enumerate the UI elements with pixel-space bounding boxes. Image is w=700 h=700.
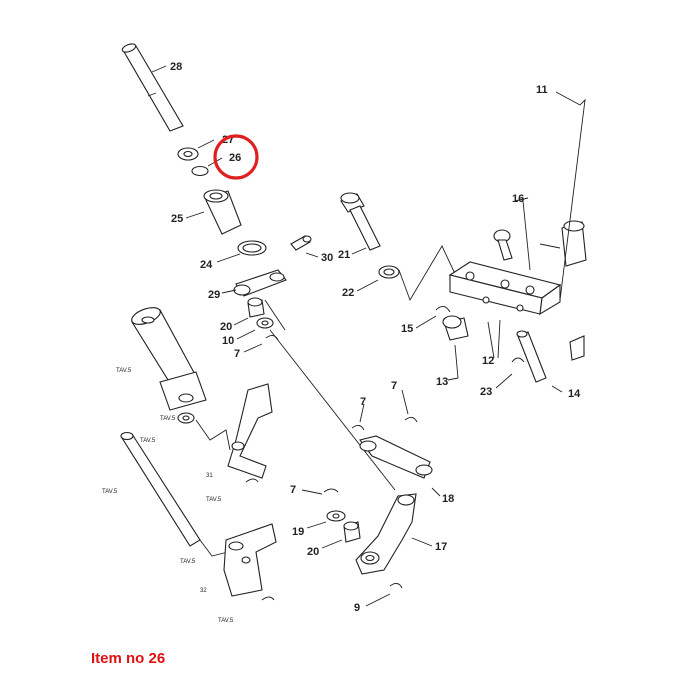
tav-labels: TAV.5 TAV.5 TAV.5 TAV.5 TAV.5 TAV.5 TAV.… [102,368,234,624]
item-caption: Item no 26 [91,650,166,667]
callout-7-c: 7 [290,484,296,496]
tav-label: TAV.5 [102,489,118,495]
part-19-washer [306,510,346,529]
callout-10: 10 [222,335,234,347]
part-12-bracket [448,261,562,359]
callout-25: 25 [171,213,183,225]
part-32-lever [223,523,277,601]
tav5-upper-shaft [131,307,207,411]
callout-19: 19 [292,526,304,538]
callout-21: 21 [338,249,350,261]
callout-24: 24 [200,259,213,271]
callout-13: 13 [436,376,448,388]
part-7-clip-upper [243,335,279,353]
highlight-circle [213,134,259,180]
part-27-washer [177,139,215,161]
part-20-bushing-lower [321,521,361,549]
callout-11: 11 [536,84,548,96]
callout-9: 9 [354,602,360,614]
part-7-clip-a [351,403,365,431]
part-21-bolt [340,192,381,255]
part-16-screw [493,197,531,271]
part-14-pin [516,330,563,393]
connection-line-left [195,419,231,451]
part-29-lever [221,269,287,297]
part-10-washer [236,317,274,340]
callout-18: 18 [442,493,454,505]
callout-labels: 28 27 26 25 24 30 29 20 10 7 21 22 11 16… [170,61,581,614]
tav-label: TAV.5 [218,618,234,624]
part-9-clip [365,583,403,607]
part-11-housing [539,91,587,361]
callout-30: 30 [321,252,333,264]
part-31-fork-lever [227,383,273,483]
part-17-arm [355,493,433,575]
connection-line-upper [398,245,457,302]
callout-26: 26 [229,152,241,164]
part-7-clip-b [401,389,418,423]
part-20-bushing-upper [233,297,265,326]
assembly-axis-line-2 [264,299,286,331]
part-26-oring [191,157,223,177]
part-15-clip [415,306,451,329]
callout-20-upper: 20 [220,321,232,333]
small-label-32: 32 [200,588,207,594]
small-label-31: 31 [206,473,213,479]
callout-20-lower: 20 [307,546,319,558]
callout-7-b: 7 [391,380,397,392]
tav-label: TAV.5 [160,416,176,422]
callout-7-upper: 7 [234,348,240,360]
callout-29: 29 [208,289,220,301]
callout-22: 22 [342,287,354,299]
callout-23: 23 [480,386,492,398]
tav-label: TAV.5 [180,559,196,565]
part-24-washer [216,240,267,263]
tav-label: TAV.5 [140,438,156,444]
callout-17: 17 [435,541,447,553]
part-25-bushing [185,189,242,235]
tav-label: TAV.5 [206,497,222,503]
tav-label: TAV.5 [116,368,132,374]
part-22-washer [356,265,400,292]
callout-16: 16 [512,193,524,205]
part-7-clip-c [301,488,339,495]
callout-28: 28 [170,61,182,73]
tav5-lower-shaft [120,431,237,557]
callout-14: 14 [568,388,581,400]
tav5-washer [177,412,195,424]
part-28-shaft [121,43,184,132]
assembly-axis-line [269,329,396,491]
part-13-roller [442,315,469,381]
callout-12: 12 [482,355,494,367]
part-23-clip [495,357,525,389]
part-30-pin [290,235,319,258]
callout-15: 15 [401,323,413,335]
callout-7-a: 7 [360,396,366,408]
part-18-link [359,435,441,497]
